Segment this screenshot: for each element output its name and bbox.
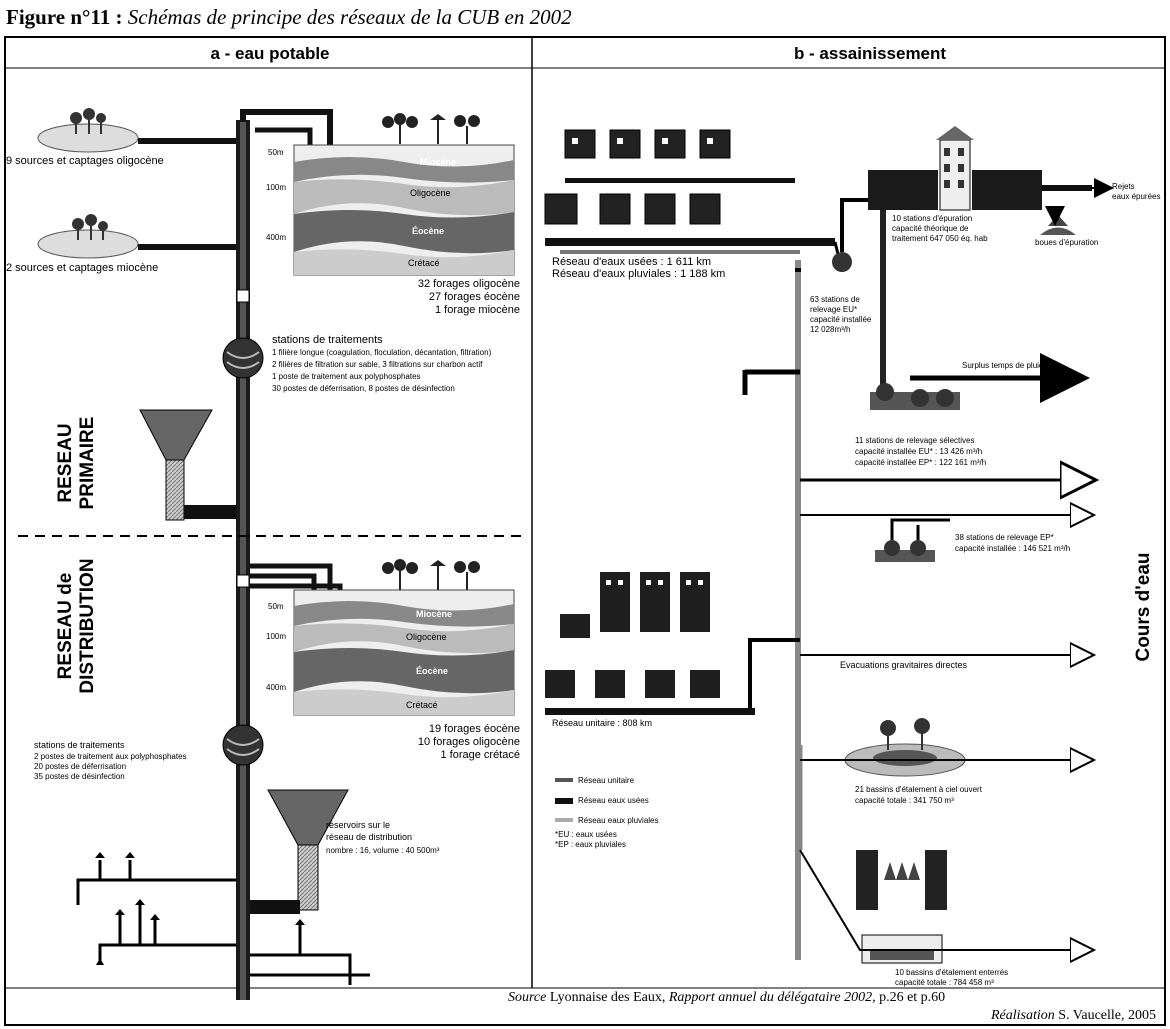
figure-caption: Schémas de principe des réseaux de la CU… <box>127 5 572 29</box>
boues-label: boues d'épuration <box>1035 238 1099 247</box>
relevage-eu-line: 63 stations de <box>810 295 860 304</box>
source-line: Source Lyonnaise des Eaux, Rapport annue… <box>508 990 945 1006</box>
panel-b-title: b - assainissement <box>793 44 947 63</box>
source-report: Rapport annuel du délégataire 2002, <box>668 990 876 1005</box>
realisation-label: Réalisation <box>990 1008 1055 1023</box>
stations2-line: 2 postes de traitement aux polyphosphate… <box>34 752 187 761</box>
houses-row-2 <box>544 193 721 225</box>
bassin-enterre-icon <box>856 850 947 964</box>
selective-stations-icon <box>870 383 960 410</box>
figure-title: Figure n°11 : Schémas de principe des ré… <box>6 2 1156 32</box>
funnel-primary-icon <box>139 409 236 521</box>
forages-distribution-line: 19 forages éocène <box>428 723 520 735</box>
relevage-ep-line: 38 stations de relevage EP* <box>955 533 1054 542</box>
source-label: Source <box>508 990 547 1005</box>
bassins-enterres-line: capacité totale : 784 458 m³ <box>895 978 994 987</box>
stratum-label: Crétacé <box>406 700 438 710</box>
houses-row-1 <box>564 129 731 159</box>
selectives-line: 11 stations de relevage sélectives <box>855 436 975 445</box>
stations2-title: stations de traitements <box>34 740 125 750</box>
stratum-label: Éocène <box>416 666 449 676</box>
aquifer-distribution <box>293 559 515 716</box>
reseau-pluviales-label: Réseau d'eaux pluviales : 1 188 km <box>552 268 726 280</box>
source-oligocene-icon <box>37 108 139 153</box>
relevage-eu-line: relevage EU* <box>810 305 858 314</box>
source-pages: p.26 et p.60 <box>879 990 946 1005</box>
boues-icon <box>1048 215 1068 226</box>
bassin-ciel-ouvert-icon <box>844 718 966 777</box>
legend-pluviales: Réseau eaux pluviales <box>578 816 659 825</box>
sources-miocene-label: 2 sources et captages miocène <box>6 262 159 274</box>
bassins-enterres-line: 10 bassins d'étalement enterrés <box>895 968 1009 977</box>
epuration-station-icon <box>868 126 1092 211</box>
reseau-usees-label: Réseau d'eaux usées : 1 611 km <box>552 256 712 268</box>
distribution-network <box>76 860 370 985</box>
stations-line: 2 filières de filtration sur sable, 3 fi… <box>272 360 483 369</box>
aquifer-primary <box>293 113 515 276</box>
selectives-line: capacité installée EP* : 122 161 m³/h <box>855 458 987 467</box>
relevage-eu-line: 12 028m³/h <box>810 325 851 334</box>
stations2-line: 35 postes de désinfection <box>34 772 125 781</box>
buildings-unitaire <box>545 572 720 698</box>
epuration-line: 10 stations d'épuration <box>892 214 973 223</box>
sources-oligocene-label: 9 sources et captages oligocène <box>6 155 164 167</box>
depth-label: 400m <box>266 233 287 242</box>
relevage-eu-line: capacité installée <box>810 315 872 324</box>
unitaire-label: Réseau unitaire : 808 km <box>552 718 653 728</box>
stratum-label: Éocène <box>412 226 445 236</box>
depth-label: 50m <box>268 148 284 157</box>
forages-primary-line: 32 forages oligocène <box>417 278 520 290</box>
pipe-miocene <box>138 244 238 250</box>
stations-line: 1 poste de traitement aux polyphosphates <box>272 372 421 381</box>
legend-eu: *EU : eaux usées <box>555 830 617 839</box>
selectives-line: capacité installée EU* : 13 426 m³/h <box>855 447 983 456</box>
reservoirs-line: réservoirs sur le <box>326 820 391 830</box>
panel-a-title: a - eau potable <box>210 44 330 63</box>
cours-deau-label: Cours d'eau <box>1133 552 1154 662</box>
stations2-line: 20 postes de déferrisation <box>34 762 127 771</box>
source-miocene-icon <box>37 214 139 259</box>
rejets-line: Rejets <box>1112 182 1135 191</box>
bassins-ouverts-line: 21 bassins d'étalement à ciel ouvert <box>855 785 982 794</box>
reservoirs-line: réseau de distribution <box>326 832 413 842</box>
stratum-label: Oligocène <box>410 188 451 198</box>
evacuations-label: Evacuations gravitaires directes <box>840 660 968 670</box>
forages-primary-line: 1 forage miocène <box>435 304 520 316</box>
figure-frame <box>4 36 1166 1026</box>
depth-label: 50m <box>268 602 284 611</box>
stations-line: 30 postes de déferrisation, 8 postes de … <box>272 384 455 393</box>
stations-title: stations de traitements <box>272 334 383 346</box>
surplus-label: Surplus temps de pluie <box>962 361 1044 370</box>
source-org: Lyonnaise des Eaux, <box>549 990 666 1005</box>
ep-stations-icon <box>875 518 950 562</box>
bassins-ouverts-line: capacité totale : 341 750 m³ <box>855 796 954 805</box>
stratum-label: Crétacé <box>408 258 440 268</box>
stratum-label: Miocène <box>420 157 457 167</box>
pipe-oligocene <box>138 138 238 144</box>
relevage-ep-line: capacité installée : 146 521 m³/h <box>955 544 1071 553</box>
depth-label: 100m <box>266 632 287 641</box>
realisation-line: Réalisation S. Vaucelle, 2005 <box>800 1008 1156 1024</box>
forages-primary-line: 27 forages éocène <box>428 291 520 303</box>
stratum-label: Miocène <box>416 609 453 619</box>
rejets-line: eaux épurées <box>1112 192 1161 201</box>
realisation-name: S. Vaucelle, 2005 <box>1058 1008 1156 1023</box>
reservoirs-line: nombre : 16, volume : 40 500m³ <box>326 846 440 855</box>
stations-line: 1 filière longue (coagulation, floculati… <box>272 348 492 357</box>
legend-ep: *EP : eaux pluviales <box>555 840 627 849</box>
legend-usees: Réseau eaux usées <box>578 796 649 805</box>
depth-label: 100m <box>266 183 287 192</box>
forages-distribution-line: 10 forages oligocène <box>417 736 520 748</box>
stratum-label: Oligocène <box>406 632 447 642</box>
legend-unitaire: Réseau unitaire <box>578 776 635 785</box>
forages-distribution-line: 1 forage crétacé <box>440 749 521 761</box>
figure-label: Figure n°11 : <box>6 5 123 29</box>
funnel-distribution-icon <box>250 789 349 914</box>
depth-label: 400m <box>266 683 287 692</box>
epuration-line: traitement 647 050 éq. hab <box>892 234 988 243</box>
epuration-line: capacité théorique de <box>892 224 969 233</box>
